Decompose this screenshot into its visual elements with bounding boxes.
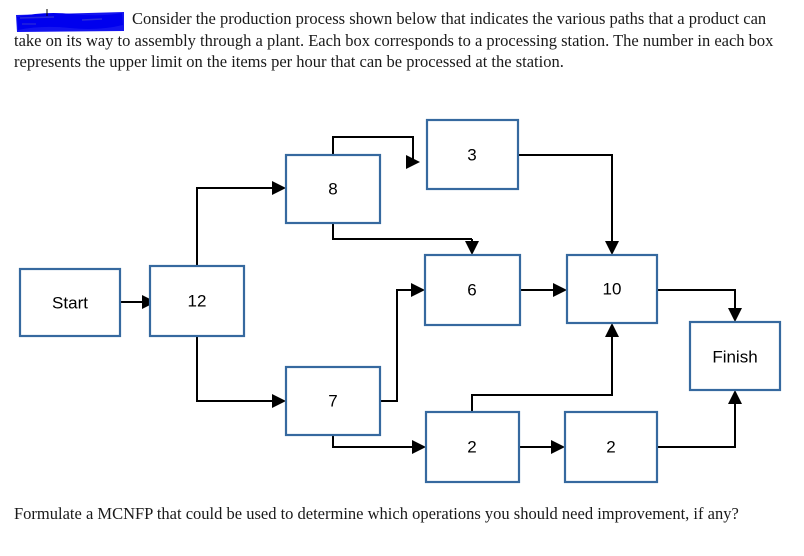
node-2a-label: 2 — [467, 438, 476, 457]
edge-8-to-3 — [332, 136, 420, 169]
node-12-label: 12 — [188, 292, 207, 311]
edge-2a-to-10 — [471, 323, 619, 412]
node-10-label: 10 — [603, 280, 622, 299]
node-7-label: 7 — [328, 392, 337, 411]
edge-12-to-7 — [196, 336, 286, 408]
node-8-label: 8 — [328, 180, 337, 199]
node-finish-label: Finish — [712, 348, 757, 367]
node-8[interactable]: 8 — [284, 153, 382, 225]
edge-8-to-6 — [332, 223, 479, 255]
node-12[interactable]: 12 — [148, 264, 246, 338]
closing-paragraph: Formulate a MCNFP that could be used to … — [14, 504, 739, 523]
intro-paragraph: Consider the production process shown be… — [14, 8, 790, 73]
node-3[interactable]: 3 — [425, 118, 520, 191]
edge-7-to-2a — [332, 435, 426, 454]
node-6[interactable]: 6 — [423, 253, 522, 327]
node-start-label: Start — [52, 294, 88, 313]
node-start[interactable]: Start — [18, 267, 122, 338]
node-finish[interactable]: Finish — [688, 320, 782, 392]
edge-2b-to-finish — [657, 390, 742, 448]
node-2a[interactable]: 2 — [424, 410, 521, 484]
node-2b[interactable]: 2 — [563, 410, 659, 484]
node-10[interactable]: 10 — [565, 253, 659, 325]
node-2b-label: 2 — [606, 438, 615, 457]
intro-text: Consider the production process shown be… — [14, 9, 774, 71]
node-7[interactable]: 7 — [284, 365, 382, 437]
edge-12-to-8 — [196, 181, 286, 266]
node-6-label: 6 — [467, 281, 476, 300]
edge-3-to-10 — [518, 154, 619, 255]
edge-7-to-6 — [380, 283, 425, 402]
edge-10-to-finish — [657, 289, 742, 322]
diagram-nodes: Start 12 8 3 6 10 Finish 7 — [18, 118, 782, 484]
edge-2a-to-2b — [519, 440, 565, 454]
node-3-label: 3 — [467, 146, 476, 165]
edge-6-to-10 — [520, 283, 567, 297]
